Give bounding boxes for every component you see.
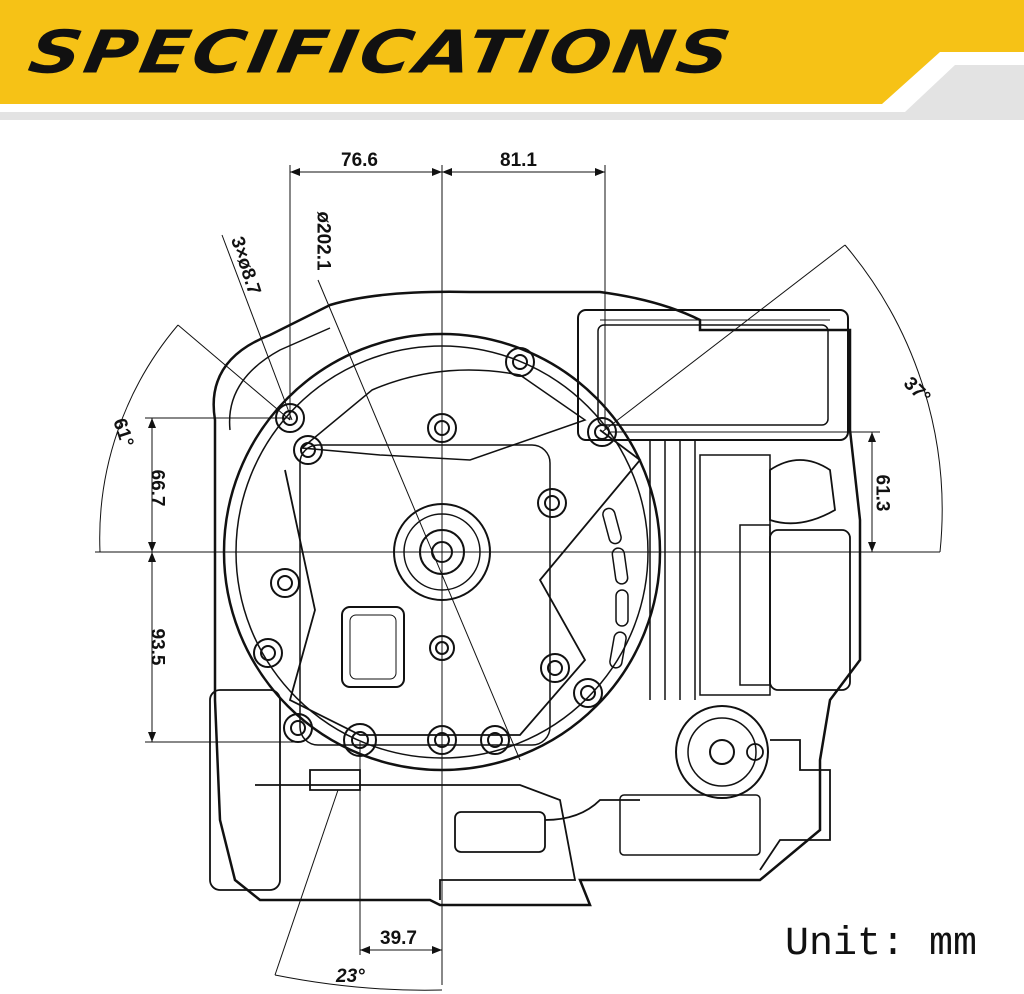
banner-shape [0, 0, 1024, 120]
arrowheads [148, 168, 876, 954]
dim-76-6: 76.6 [341, 150, 378, 171]
dim-39-7: 39.7 [380, 928, 417, 949]
dim-61-3: 61.3 [871, 474, 893, 512]
angle-arcs [99, 244, 943, 991]
center-lines [95, 165, 940, 985]
dim-93-5: 93.5 [146, 628, 168, 666]
cylinder-fins [649, 440, 851, 700]
engine-body [212, 290, 862, 907]
dim-angle-23: 23° [336, 966, 365, 987]
dim-81-1: 81.1 [500, 150, 537, 171]
dim-66-7: 66.7 [146, 469, 168, 507]
extension-lines [145, 165, 880, 976]
starter-pulley [619, 705, 831, 871]
engine-drawing [95, 165, 943, 991]
oil-sump [209, 689, 640, 900]
unit-label: Unit: mm [785, 922, 978, 967]
bolt-holes [253, 347, 617, 757]
page-title: SPECIFICATIONS [23, 17, 739, 87]
dim-diameter-202-1: ø202.1 [312, 211, 334, 271]
header-banner: SPECIFICATIONS [0, 0, 1024, 120]
